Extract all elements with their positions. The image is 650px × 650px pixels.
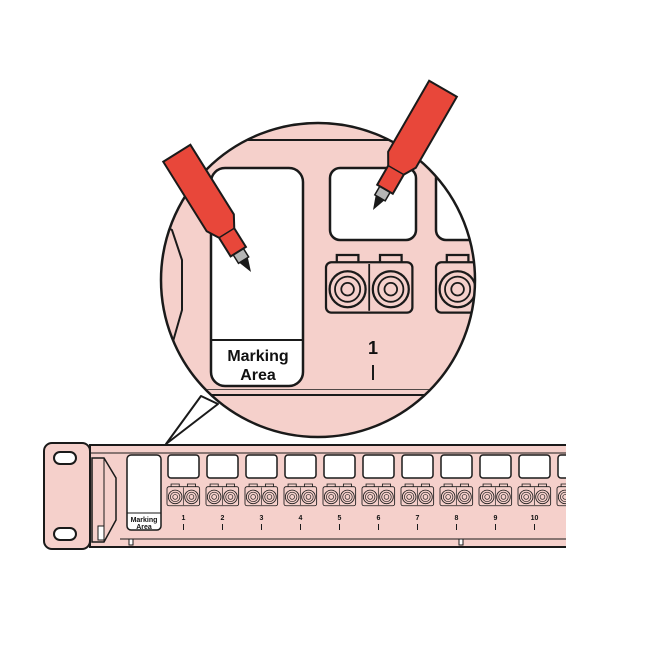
duplex-lc-connector-icon — [322, 483, 357, 507]
panel-port-number: 7 — [416, 515, 420, 522]
panel-port-label-window — [284, 454, 317, 479]
duplex-lc-connector-icon — [596, 484, 629, 506]
duplex-lc-connector-icon — [556, 483, 566, 507]
rack-mount-hole-icon — [53, 451, 77, 465]
zoom-marking-label-line1: Marking — [227, 348, 288, 365]
duplex-lc-connector-icon — [324, 253, 414, 314]
duplex-lc-connector-icon — [400, 483, 435, 507]
duplex-lc-connector-icon — [244, 483, 279, 507]
marker-pen-icon — [373, 79, 459, 210]
panel-port-label-window — [245, 454, 278, 479]
panel-port-label-window — [323, 454, 356, 479]
marker-pen-icon — [161, 143, 251, 272]
panel-port-label-window — [401, 454, 434, 479]
zoom-marking-label-line2: Area — [240, 367, 276, 384]
rack-mount-hole-icon — [53, 527, 77, 541]
duplex-lc-connector-icon — [283, 483, 318, 507]
panel-port-label-window — [206, 454, 239, 479]
panel-port-number: 1 — [182, 515, 186, 522]
zoom-connector-row — [324, 253, 475, 314]
panel-port-label-window — [597, 455, 628, 478]
panel-port-number: 9 — [494, 515, 498, 522]
panel-port-number: 3 — [260, 515, 264, 522]
panel-marking-label-line1: Marking — [131, 517, 158, 524]
duplex-lc-connector-icon — [434, 253, 475, 314]
panel-port-number: 8 — [455, 515, 459, 522]
panel-port-number: 2 — [221, 515, 225, 522]
panel-port-label-window — [518, 454, 551, 479]
panel-port-label-window — [557, 454, 566, 479]
callout-pointer — [165, 395, 219, 445]
panel-port-number: 4 — [299, 515, 303, 522]
panel-port-label-window — [440, 454, 473, 479]
panel-port-number: 10 — [531, 515, 539, 522]
zoom-port-number: 1 — [368, 338, 378, 358]
panel-port-row: 1 2 3 4 5 6 7 8 9 10 — [166, 454, 629, 530]
zoom-circle-outline — [159, 121, 477, 439]
duplex-lc-connector-icon — [439, 483, 474, 507]
panel-port-label-window — [479, 454, 512, 479]
panel-port-label-window — [167, 454, 200, 479]
zoom-port-label-window — [434, 166, 475, 242]
panel-port-number: 6 — [377, 515, 381, 522]
patch-panel: Marking Area 1 2 3 4 5 6 7 8 9 10 — [43, 442, 629, 550]
duplex-lc-connector-icon — [166, 483, 201, 507]
panel-port-number: 5 — [338, 515, 342, 522]
panel-port-label-window — [362, 454, 395, 479]
panel-marking-area — [126, 454, 162, 531]
duplex-lc-connector-icon — [361, 483, 396, 507]
panel-marking-label-line2: Area — [136, 524, 152, 531]
duplex-lc-connector-icon — [478, 483, 513, 507]
duplex-lc-connector-icon — [517, 483, 552, 507]
zoom-port-label-window — [328, 166, 418, 242]
duplex-lc-connector-icon — [205, 483, 240, 507]
